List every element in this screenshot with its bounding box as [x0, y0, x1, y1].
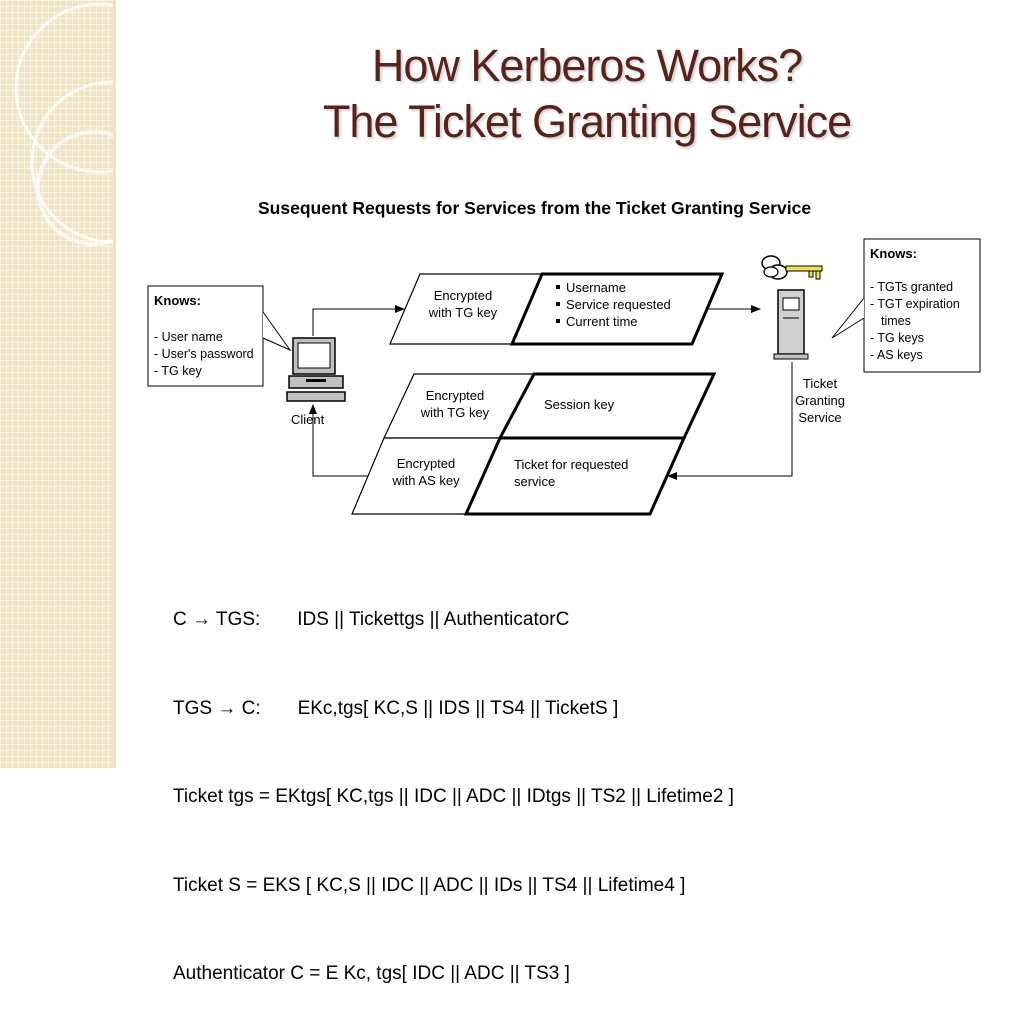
- request-field: Current time: [566, 314, 638, 329]
- tgs-knows-item: times: [881, 314, 911, 328]
- client-knows-title: Knows:: [154, 293, 201, 308]
- arrow-tgs-to-reply: [667, 362, 793, 480]
- title-line-1: How Kerberos Works?: [371, 40, 803, 91]
- request-encrypted-label: Encrypted: [434, 288, 493, 303]
- client-knows-item: - User's password: [154, 347, 254, 361]
- computer-icon: [286, 337, 346, 402]
- formula-line: Authenticator C = E Kc, tgs[ IDC || ADC …: [173, 963, 570, 984]
- session-encrypted-label: with TG key: [420, 405, 490, 420]
- reply-ticket-packet: Encrypted with AS key Ticket for request…: [351, 436, 687, 516]
- tgs-knows-item: - TGTs granted: [870, 280, 953, 294]
- ticket-encrypted-label: with AS key: [391, 473, 460, 488]
- tgs-knows-item: - AS keys: [870, 348, 923, 362]
- sidebar-edge: [113, 0, 116, 768]
- request-encrypted-label: with TG key: [428, 305, 498, 320]
- client-knows-item: - TG key: [154, 364, 202, 378]
- reply-session-packet: Encrypted with TG key Session key: [383, 372, 717, 440]
- tgs-knows-title: Knows:: [870, 246, 917, 261]
- flow-arrows: [309, 305, 793, 480]
- tgs-knows-item: - TG keys: [870, 331, 924, 345]
- arrow-reply-to-client: [309, 404, 368, 477]
- client-knows-box: Knows: - User name - User's password - T…: [147, 285, 292, 387]
- request-field: Username: [566, 280, 626, 295]
- arrow-client-to-request: [312, 305, 405, 336]
- formula-line: TGS → C: EKc,tgs[ KC,S || IDS || TS4 || …: [173, 697, 619, 719]
- request-packet: Encrypted with TG key Username Service r…: [389, 272, 725, 346]
- session-encrypted-label: Encrypted: [426, 388, 485, 403]
- key-icon: [761, 255, 823, 280]
- tgs-label: Service: [798, 410, 841, 425]
- ticket-encrypted-label: Encrypted: [397, 456, 456, 471]
- sidebar-decoration: [0, 0, 194, 768]
- tgs-label: Ticket: [803, 376, 838, 391]
- slide-title: How Kerberos Works? The Ticket Granting …: [150, 38, 1024, 150]
- client-label: Client: [291, 412, 325, 427]
- tgs-label: Granting: [795, 393, 845, 408]
- formula-line: Ticket tgs = EKtgs[ KC,tgs || IDC || ADC…: [173, 786, 734, 807]
- formula-line: C → TGS: IDS || Tickettgs || Authenticat…: [173, 609, 570, 630]
- session-key-label: Session key: [544, 397, 615, 412]
- server-icon: [773, 289, 809, 360]
- request-field: Service requested: [566, 297, 671, 312]
- ticket-content-label: service: [514, 474, 555, 489]
- diagram-heading: Susequent Requests for Services from the…: [258, 198, 811, 218]
- client-knows-item: - User name: [154, 330, 223, 344]
- ticket-content-label: Ticket for requested: [514, 457, 628, 472]
- tgs-knows-box: Knows: - TGTs granted - TGT expiration t…: [831, 238, 981, 373]
- formula-line: Ticket S = EKS [ KC,S || IDC || ADC || I…: [173, 874, 686, 896]
- title-line-2: The Ticket Granting Service: [322, 96, 852, 147]
- tgs-knows-item: - TGT expiration: [870, 297, 960, 311]
- kerberos-diagram: Susequent Requests for Services from the…: [147, 198, 981, 516]
- protocol-formulas: C → TGS: IDS || Tickettgs || Authenticat…: [173, 546, 734, 1018]
